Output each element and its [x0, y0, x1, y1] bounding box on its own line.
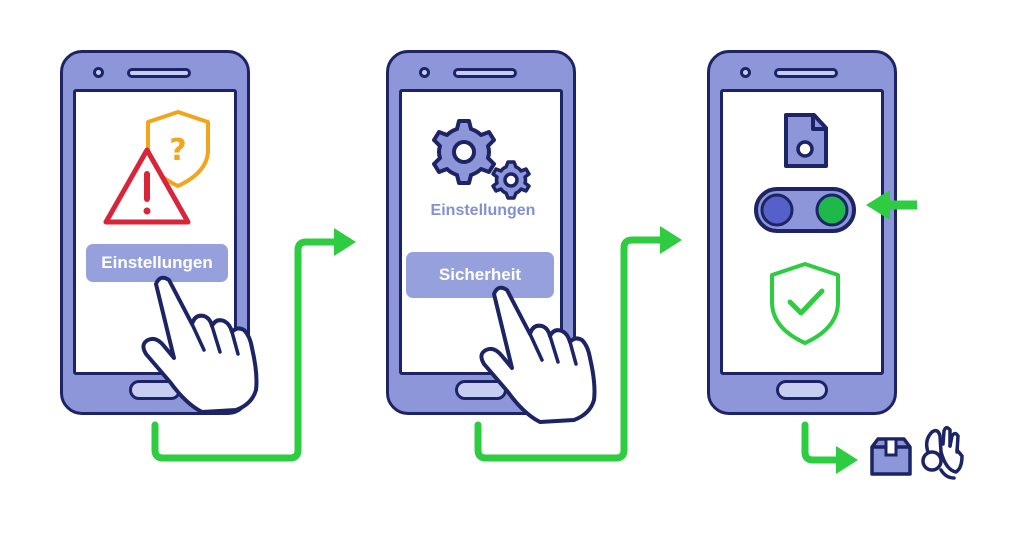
flow-arrow-3 [801, 421, 858, 474]
speaker [127, 68, 191, 78]
ok-hand-icon [921, 426, 964, 480]
camera [419, 67, 430, 78]
settings-heading: Einstellungen [430, 202, 536, 219]
home-button [776, 380, 828, 400]
question-shield-icon: ? [146, 110, 210, 188]
camera [93, 67, 104, 78]
pointer-arrow-left [866, 190, 917, 220]
flow-arrow-2 [474, 226, 682, 462]
toggle-switch-icon[interactable] [754, 187, 856, 233]
speaker [774, 68, 838, 78]
sicherheit-button[interactable]: Sicherheit [406, 252, 554, 298]
check-shield-icon [770, 262, 840, 345]
pointing-hand-icon [479, 285, 597, 424]
flow-arrow-1 [151, 228, 356, 462]
package-box-icon [870, 437, 912, 476]
warning-triangle-icon [103, 147, 191, 225]
einstellungen-button[interactable]: Einstellungen [86, 244, 228, 282]
pointing-hand-icon [141, 275, 259, 414]
camera [740, 67, 751, 78]
svg-text:?: ? [169, 133, 186, 168]
gears-icon [432, 119, 531, 200]
speaker [453, 68, 517, 78]
phone-step-2 [386, 50, 576, 415]
file-icon [784, 113, 828, 168]
